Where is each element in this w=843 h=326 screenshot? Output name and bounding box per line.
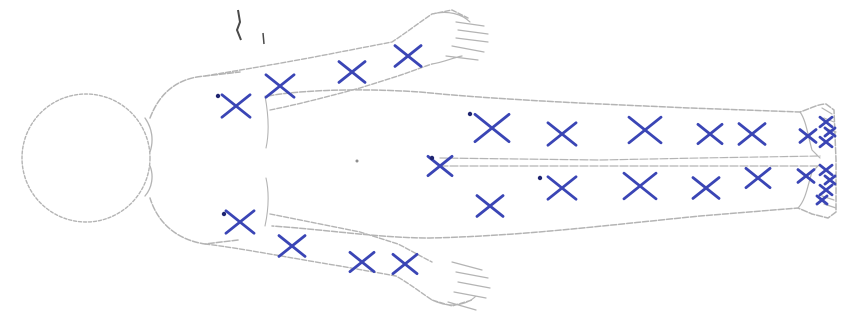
x-mark-right-shin bbox=[698, 124, 722, 143]
x-mark-left-foot bbox=[825, 176, 835, 184]
pen-dot bbox=[216, 94, 220, 98]
pen-dot bbox=[538, 176, 542, 180]
pen-dot bbox=[430, 156, 434, 160]
right-hand-outline bbox=[432, 12, 488, 64]
x-mark-left-foot bbox=[820, 185, 832, 195]
x-mark-left-forearm bbox=[393, 254, 417, 273]
x-mark-left-thigh bbox=[548, 177, 576, 199]
x-mark-right-foot bbox=[820, 137, 832, 147]
pen-dot bbox=[222, 212, 226, 216]
x-mark-left-upper-arm bbox=[279, 236, 305, 257]
armpit-lines bbox=[265, 96, 268, 226]
head-outline bbox=[22, 94, 150, 222]
x-mark-right-upper-arm bbox=[339, 62, 365, 83]
x-mark-left-shoulder bbox=[226, 211, 254, 233]
body-outline bbox=[22, 10, 836, 310]
x-mark-right-shin bbox=[739, 124, 765, 145]
leg-divider bbox=[440, 156, 820, 166]
x-mark-left-forearm bbox=[350, 252, 374, 271]
pen-scribble bbox=[237, 10, 264, 44]
x-mark-left-shin bbox=[746, 168, 770, 187]
x-mark-left-knee bbox=[693, 178, 719, 199]
x-mark-right-forearm bbox=[395, 46, 421, 67]
pen-dot bbox=[468, 112, 472, 116]
x-mark-right-knee bbox=[629, 117, 661, 143]
x-mark-right-shoulder bbox=[222, 95, 250, 117]
x-mark-left-foot bbox=[817, 196, 827, 204]
x-mark-right-thigh bbox=[475, 114, 509, 141]
navel-dot bbox=[356, 160, 359, 163]
neck-outline bbox=[145, 118, 152, 196]
x-mark-left-thigh bbox=[624, 173, 656, 199]
x-mark-right-thigh bbox=[548, 123, 576, 145]
x-mark-left-ankle bbox=[798, 170, 814, 183]
right-arm-outline bbox=[205, 10, 468, 110]
x-mark-right-foot bbox=[825, 128, 835, 136]
x-mark-right-foot bbox=[477, 196, 503, 217]
x-mark-left-foot bbox=[820, 165, 832, 175]
